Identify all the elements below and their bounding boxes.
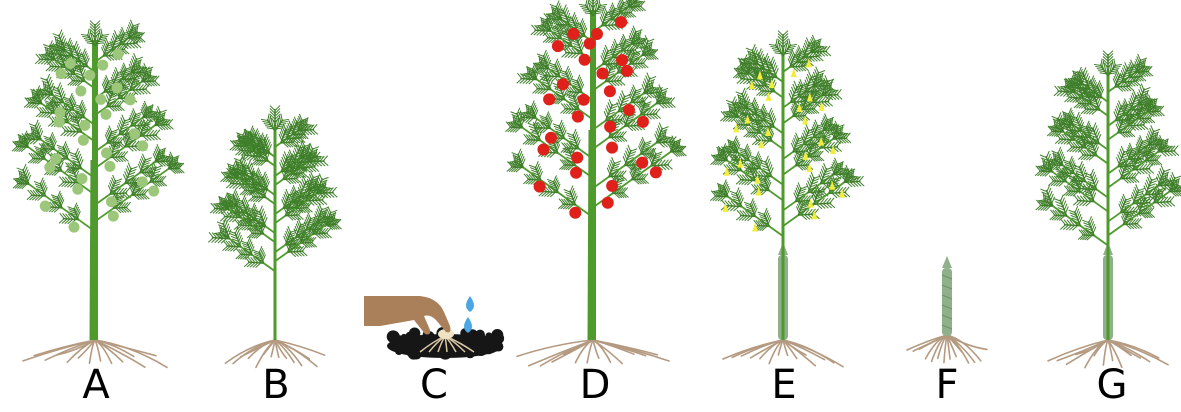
red-berry [545, 132, 557, 144]
stage-label-d: D [565, 362, 625, 408]
red-berry [543, 93, 555, 105]
green-berry [65, 58, 76, 69]
green-berry [84, 70, 95, 81]
red-berry [591, 28, 603, 40]
stage-label-g: G [1082, 362, 1142, 408]
green-berry [79, 120, 90, 131]
green-berry [112, 82, 123, 93]
green-berry [125, 94, 136, 105]
red-berry [578, 94, 590, 106]
green-berry [113, 49, 124, 60]
green-berry [56, 68, 67, 79]
red-berry [570, 167, 582, 179]
red-berry [572, 111, 584, 123]
red-berry [637, 116, 649, 128]
red-berry [534, 181, 546, 193]
red-berry [567, 28, 579, 40]
stage-label-c: C [404, 362, 464, 408]
red-berry [636, 157, 648, 169]
red-berry [584, 38, 596, 50]
asparagus-plant-g [1035, 51, 1181, 368]
asparagus-plant-b [208, 106, 341, 368]
green-berry [40, 201, 51, 212]
green-berry [106, 196, 117, 207]
green-berry [137, 140, 148, 151]
green-berry [129, 128, 140, 139]
green-berry [54, 116, 65, 127]
red-berry [623, 104, 635, 116]
green-berry [75, 86, 86, 97]
red-berry [571, 152, 583, 164]
red-berry [557, 78, 569, 90]
red-berry [596, 68, 608, 80]
green-berry [76, 173, 87, 184]
green-berry [69, 222, 80, 233]
water-drop-icon [464, 296, 474, 333]
planting-scene-c [364, 296, 504, 360]
red-berry [616, 54, 628, 66]
red-berry [604, 85, 616, 97]
green-berry [104, 161, 115, 172]
green-berry [78, 135, 89, 146]
red-berry [552, 40, 564, 52]
red-berry [537, 143, 549, 155]
green-berry [72, 184, 83, 195]
red-berry [569, 207, 581, 219]
green-berry [108, 211, 119, 222]
stage-label-e: E [754, 362, 814, 408]
green-berry [101, 148, 112, 159]
red-berry [615, 16, 627, 28]
hand-icon [364, 296, 451, 335]
green-berry [148, 186, 159, 197]
asparagus-plant-d [505, 0, 686, 366]
green-berry [44, 162, 55, 173]
stage-label-a: A [66, 362, 126, 408]
green-berry [54, 107, 65, 118]
red-berry [650, 166, 662, 178]
asparagus-plant-a [12, 20, 184, 368]
green-berry [97, 60, 108, 71]
asparagus-spear-f [907, 256, 987, 363]
asparagus-plant-e [710, 31, 864, 367]
red-berry [606, 180, 618, 192]
red-berry [602, 197, 614, 209]
red-berry [606, 142, 618, 154]
red-berry [604, 121, 616, 133]
green-berry [100, 109, 111, 120]
green-berry [137, 176, 148, 187]
stage-label-b: B [246, 362, 306, 408]
green-berry [95, 94, 106, 105]
red-berry [579, 54, 591, 66]
stage-label-f: F [917, 362, 977, 408]
red-berry [621, 65, 633, 77]
